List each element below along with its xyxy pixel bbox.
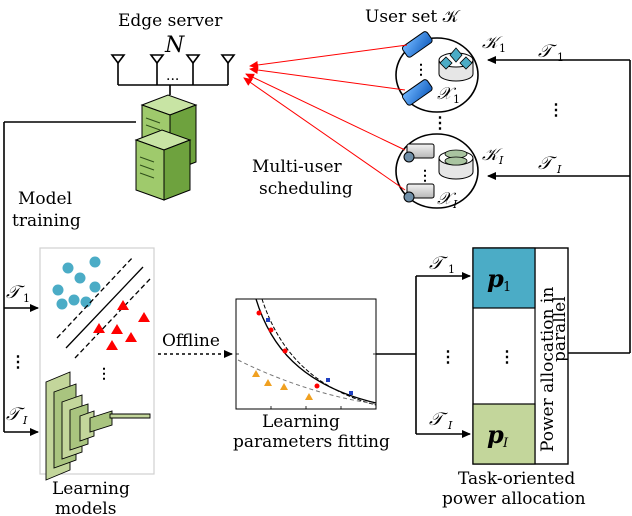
svg-text:p: p	[487, 420, 504, 449]
fit-curve-3	[237, 359, 377, 405]
training-task-I-label: 𝒯 I	[6, 404, 28, 427]
power-block-1-label: p 1	[487, 264, 511, 295]
feedback-task-1-label: 𝒯 1	[538, 41, 564, 64]
svg-text:I: I	[498, 154, 504, 167]
offline-label: Offline	[162, 331, 220, 351]
learning-models-label-line1: Learning	[52, 479, 130, 499]
svg-text:I: I	[22, 414, 28, 427]
group1-ellipsis: ⋮	[414, 62, 428, 78]
scheduling-arrows	[243, 44, 408, 191]
training-ellipsis: ⋮	[10, 352, 26, 371]
scheduling-label-line2: scheduling	[259, 179, 353, 199]
antenna-array	[110, 54, 236, 95]
feedback-task-I-label: 𝒯 I	[538, 153, 562, 176]
svg-text:1: 1	[503, 280, 511, 295]
dataset-drum-icon	[438, 47, 474, 82]
antenna-ellipsis: ...	[166, 68, 179, 84]
svg-text:𝒦: 𝒦	[482, 145, 503, 165]
user-group-1: ⋮	[395, 31, 479, 113]
user-group-1-set-label: 𝒦 1	[482, 33, 506, 55]
user-group-I: ⋮	[395, 133, 479, 209]
fitting-label-line1: Learning	[262, 412, 340, 432]
svg-text:1: 1	[453, 93, 460, 106]
user-group-I-set-label: 𝒦 I	[482, 145, 504, 167]
training-label-line1: Model	[18, 189, 72, 209]
svg-text:I: I	[556, 163, 562, 176]
power-task-I-label: 𝒯 I	[429, 409, 453, 432]
power-caption-line1: Task-oriented	[458, 469, 575, 489]
power-block-I-label: p I	[487, 420, 509, 451]
feedback-ellipsis: ⋮	[548, 100, 564, 119]
svm-classifier-illustration: ⋮	[52, 256, 151, 382]
phone-icon	[401, 31, 433, 106]
edge-server-title: Edge server	[118, 11, 223, 31]
power-allocation-block: p 1 p I ⋮ Power allocation in parallel	[472, 247, 570, 465]
power-allocation-connectors	[376, 272, 471, 438]
parallel-label-line2: parallel	[550, 296, 570, 362]
power-tasks-ellipsis: ⋮	[440, 347, 456, 366]
training-label-line2: training	[12, 211, 81, 231]
svg-text:1: 1	[23, 292, 30, 305]
svg-text:𝒯: 𝒯	[538, 41, 557, 62]
dataset-drum-icon	[438, 149, 474, 180]
parallel-label-line1: Power allocation in	[538, 287, 558, 452]
fit-curve-1	[255, 298, 377, 404]
power-task-1-label: 𝒯 1	[429, 253, 455, 276]
svg-text:I: I	[452, 198, 458, 211]
fitting-plot	[235, 298, 377, 410]
svg-text:𝒯: 𝒯	[429, 409, 448, 430]
fit-curve-2	[261, 298, 377, 406]
power-block-1	[472, 247, 536, 309]
svg-text:𝒯: 𝒯	[429, 253, 448, 274]
learning-models-label-line2: models	[55, 499, 116, 516]
fitting-label-line2: parameters fitting	[233, 432, 390, 452]
server-rack-icon	[134, 94, 198, 201]
antenna-count-symbol: N	[164, 33, 185, 58]
svg-text:p: p	[487, 264, 504, 293]
power-caption-line2: power allocation	[442, 489, 586, 509]
svg-text:I: I	[502, 436, 509, 451]
scheduling-label-line1: Multi-user	[252, 157, 343, 177]
svg-text:1: 1	[448, 263, 455, 276]
power-block-I	[472, 403, 536, 465]
user-set-title: User set 𝒦	[365, 7, 461, 27]
training-task-1-label: 𝒯 1	[6, 282, 30, 305]
groupI-ellipsis: ⋮	[418, 168, 432, 184]
camera-icon	[403, 143, 435, 203]
feedback-lines	[487, 56, 631, 354]
svg-text:𝒦: 𝒦	[482, 33, 503, 53]
models-ellipsis: ⋮	[97, 366, 111, 382]
svg-text:1: 1	[499, 42, 506, 55]
svg-text:1: 1	[557, 51, 564, 64]
svg-text:𝒯: 𝒯	[538, 153, 557, 174]
power-blocks-ellipsis: ⋮	[499, 347, 515, 366]
user-groups-ellipsis: ⋮	[432, 113, 448, 132]
cnn-model-illustration	[45, 371, 151, 481]
svg-text:I: I	[447, 419, 453, 432]
learning-models-panel: ⋮	[39, 247, 155, 481]
training-path	[3, 121, 136, 436]
